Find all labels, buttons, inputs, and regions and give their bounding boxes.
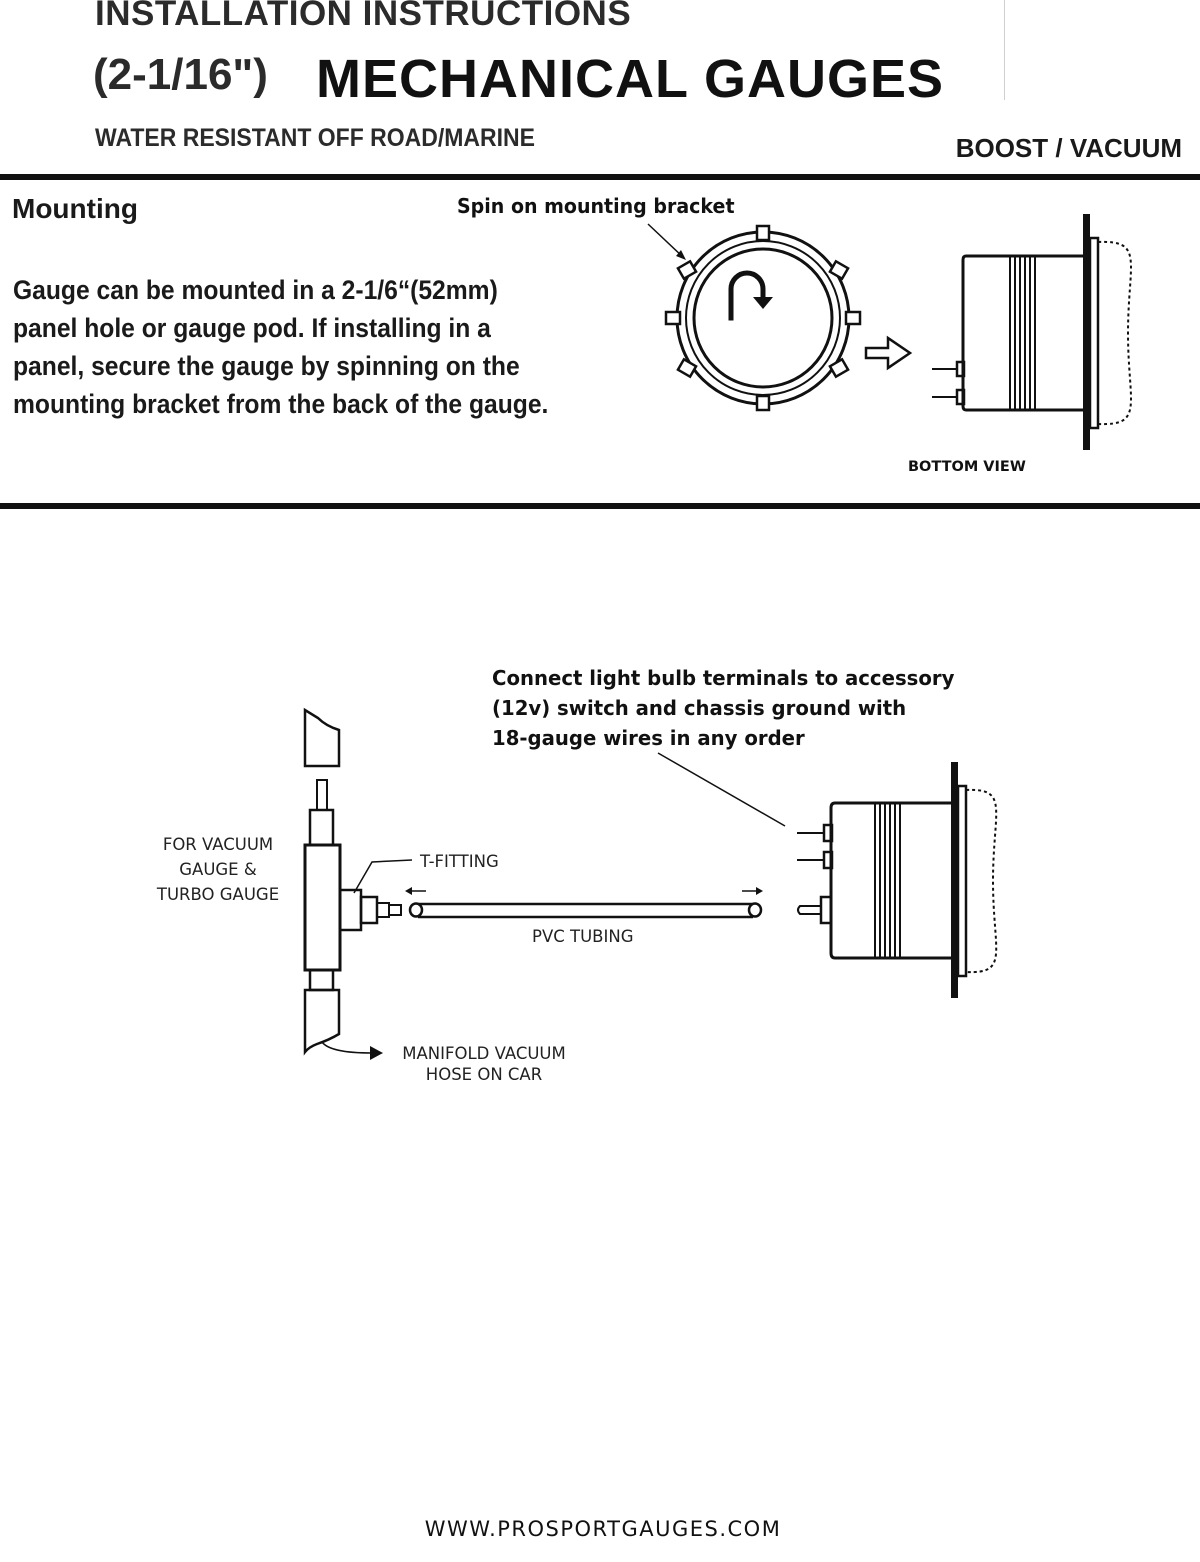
subtitle: WATER RESISTANT OFF ROAD/MARINE — [95, 124, 535, 152]
bottom-view-label: BOTTOM VIEW — [908, 459, 1026, 475]
header-divider — [1004, 0, 1005, 100]
section-divider-top — [0, 174, 1200, 180]
gauge-side-view-wiring — [797, 762, 998, 998]
mounting-line: Gauge can be mounted in a 2-1/6“(52mm) — [13, 275, 498, 305]
light-note-line: Connect light bulb terminals to accessor… — [492, 666, 955, 690]
pvc-tubing-label: PVC TUBING — [532, 927, 634, 946]
gauge-type-label: BOOST / VACUUM — [955, 133, 1182, 163]
pvc-tubing-diagram — [405, 887, 763, 919]
website-url: WWW.PROSPORTGAUGES.COM — [424, 1517, 782, 1541]
arrow-right-icon — [864, 335, 913, 371]
gauge-front-diagram — [647, 223, 862, 412]
t-fitting-diagram — [303, 707, 413, 1060]
gauge-side-view — [932, 214, 1132, 450]
section-divider-bottom — [0, 503, 1200, 509]
manifold-hose-label: MANIFOLD VACUUM HOSE ON CAR — [402, 1044, 566, 1084]
light-note-leader — [657, 752, 786, 827]
light-note-line: (12v) switch and chassis ground with — [492, 696, 907, 720]
bracket-caption: Spin on mounting bracket — [457, 194, 735, 218]
light-note-line: 18-gauge wires in any order — [492, 726, 805, 750]
mounting-instructions: Gauge can be mounted in a 2-1/6“(52mm) p… — [13, 271, 608, 423]
mounting-heading: Mounting — [12, 193, 138, 224]
document-title: INSTALLATION INSTRUCTIONS — [95, 0, 632, 33]
mounting-line: mounting bracket from the back of the ga… — [13, 389, 549, 419]
gauge-size: (2-1/16") — [93, 50, 268, 99]
mounting-line: panel, secure the gauge by spinning on t… — [13, 351, 520, 381]
mounting-line: panel hole or gauge pod. If installing i… — [13, 313, 491, 343]
light-terminal-note: Connect light bulb terminals to accessor… — [492, 663, 954, 753]
t-fitting-label: T-FITTING — [420, 852, 499, 871]
for-vacuum-label: FOR VACUUM GAUGE & TURBO GAUGE — [156, 835, 280, 904]
gauge-kind-title: MECHANICAL GAUGES — [316, 49, 945, 109]
